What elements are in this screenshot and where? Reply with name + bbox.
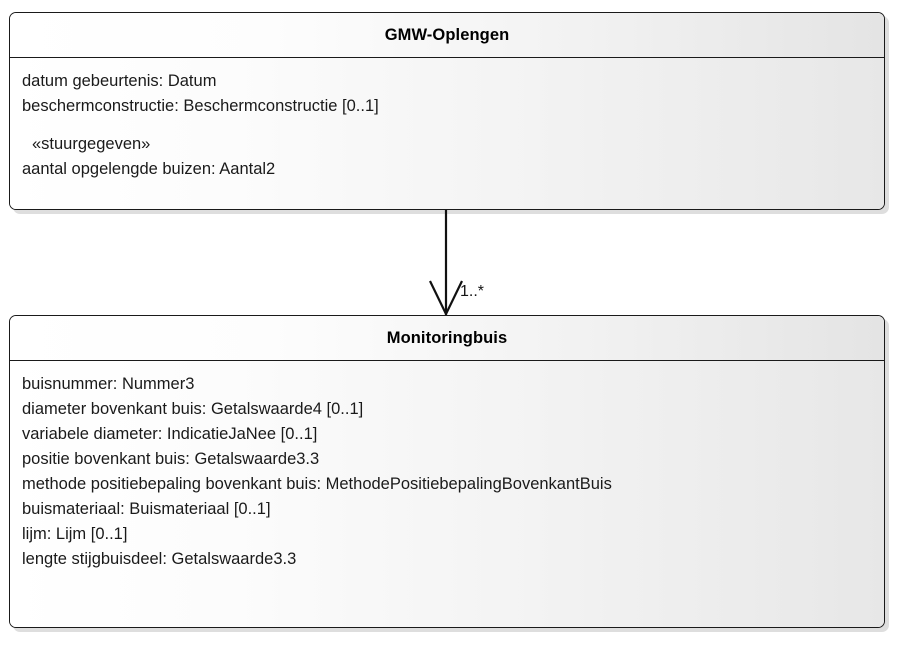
uml-stereotype-label: «stuurgegeven» — [32, 135, 151, 153]
uml-attribute-row: lijm: Lijm [0..1] — [22, 525, 128, 543]
uml-attribute-row: variabele diameter: IndicatieJaNee [0..1… — [22, 425, 318, 443]
uml-attribute-row: diameter bovenkant buis: Getalswaarde4 [… — [22, 400, 364, 418]
uml-class-title-monitoringbuis: Monitoringbuis — [386, 328, 508, 347]
uml-attribute-row: datum gebeurtenis: Datum — [22, 72, 217, 90]
uml-attribute-compartment-monitoringbuis: buisnummer: Nummer3 diameter bovenkant b… — [10, 361, 884, 627]
uml-class-title-gmw-oplengen: GMW-Oplengen — [384, 25, 510, 44]
uml-class-header-monitoringbuis: Monitoringbuis — [10, 316, 884, 361]
uml-attribute-row: positie bovenkant buis: Getalswaarde3.3 — [22, 450, 320, 468]
uml-attribute-row: buismateriaal: Buismateriaal [0..1] — [22, 500, 271, 518]
uml-attribute-row: buisnummer: Nummer3 — [22, 375, 195, 393]
uml-attribute-compartment-gmw-oplengen: datum gebeurtenis: Datum beschermconstru… — [10, 58, 884, 209]
open-arrowhead-icon — [429, 280, 463, 317]
uml-class-gmw-oplengen[interactable]: GMW-Oplengen datum gebeurtenis: Datum be… — [9, 12, 885, 210]
uml-class-monitoringbuis[interactable]: Monitoringbuis buisnummer: Nummer3 diame… — [9, 315, 885, 628]
multiplicity-label-target: 1..* — [460, 283, 485, 300]
uml-attribute-row: beschermconstructie: Beschermconstructie… — [22, 97, 379, 115]
uml-class-header-gmw-oplengen: GMW-Oplengen — [10, 13, 884, 58]
uml-attribute-row: aantal opgelengde buizen: Aantal2 — [22, 160, 276, 178]
uml-attribute-row: lengte stijgbuisdeel: Getalswaarde3.3 — [22, 550, 297, 568]
uml-attribute-row: methode positiebepaling bovenkant buis: … — [22, 475, 612, 493]
